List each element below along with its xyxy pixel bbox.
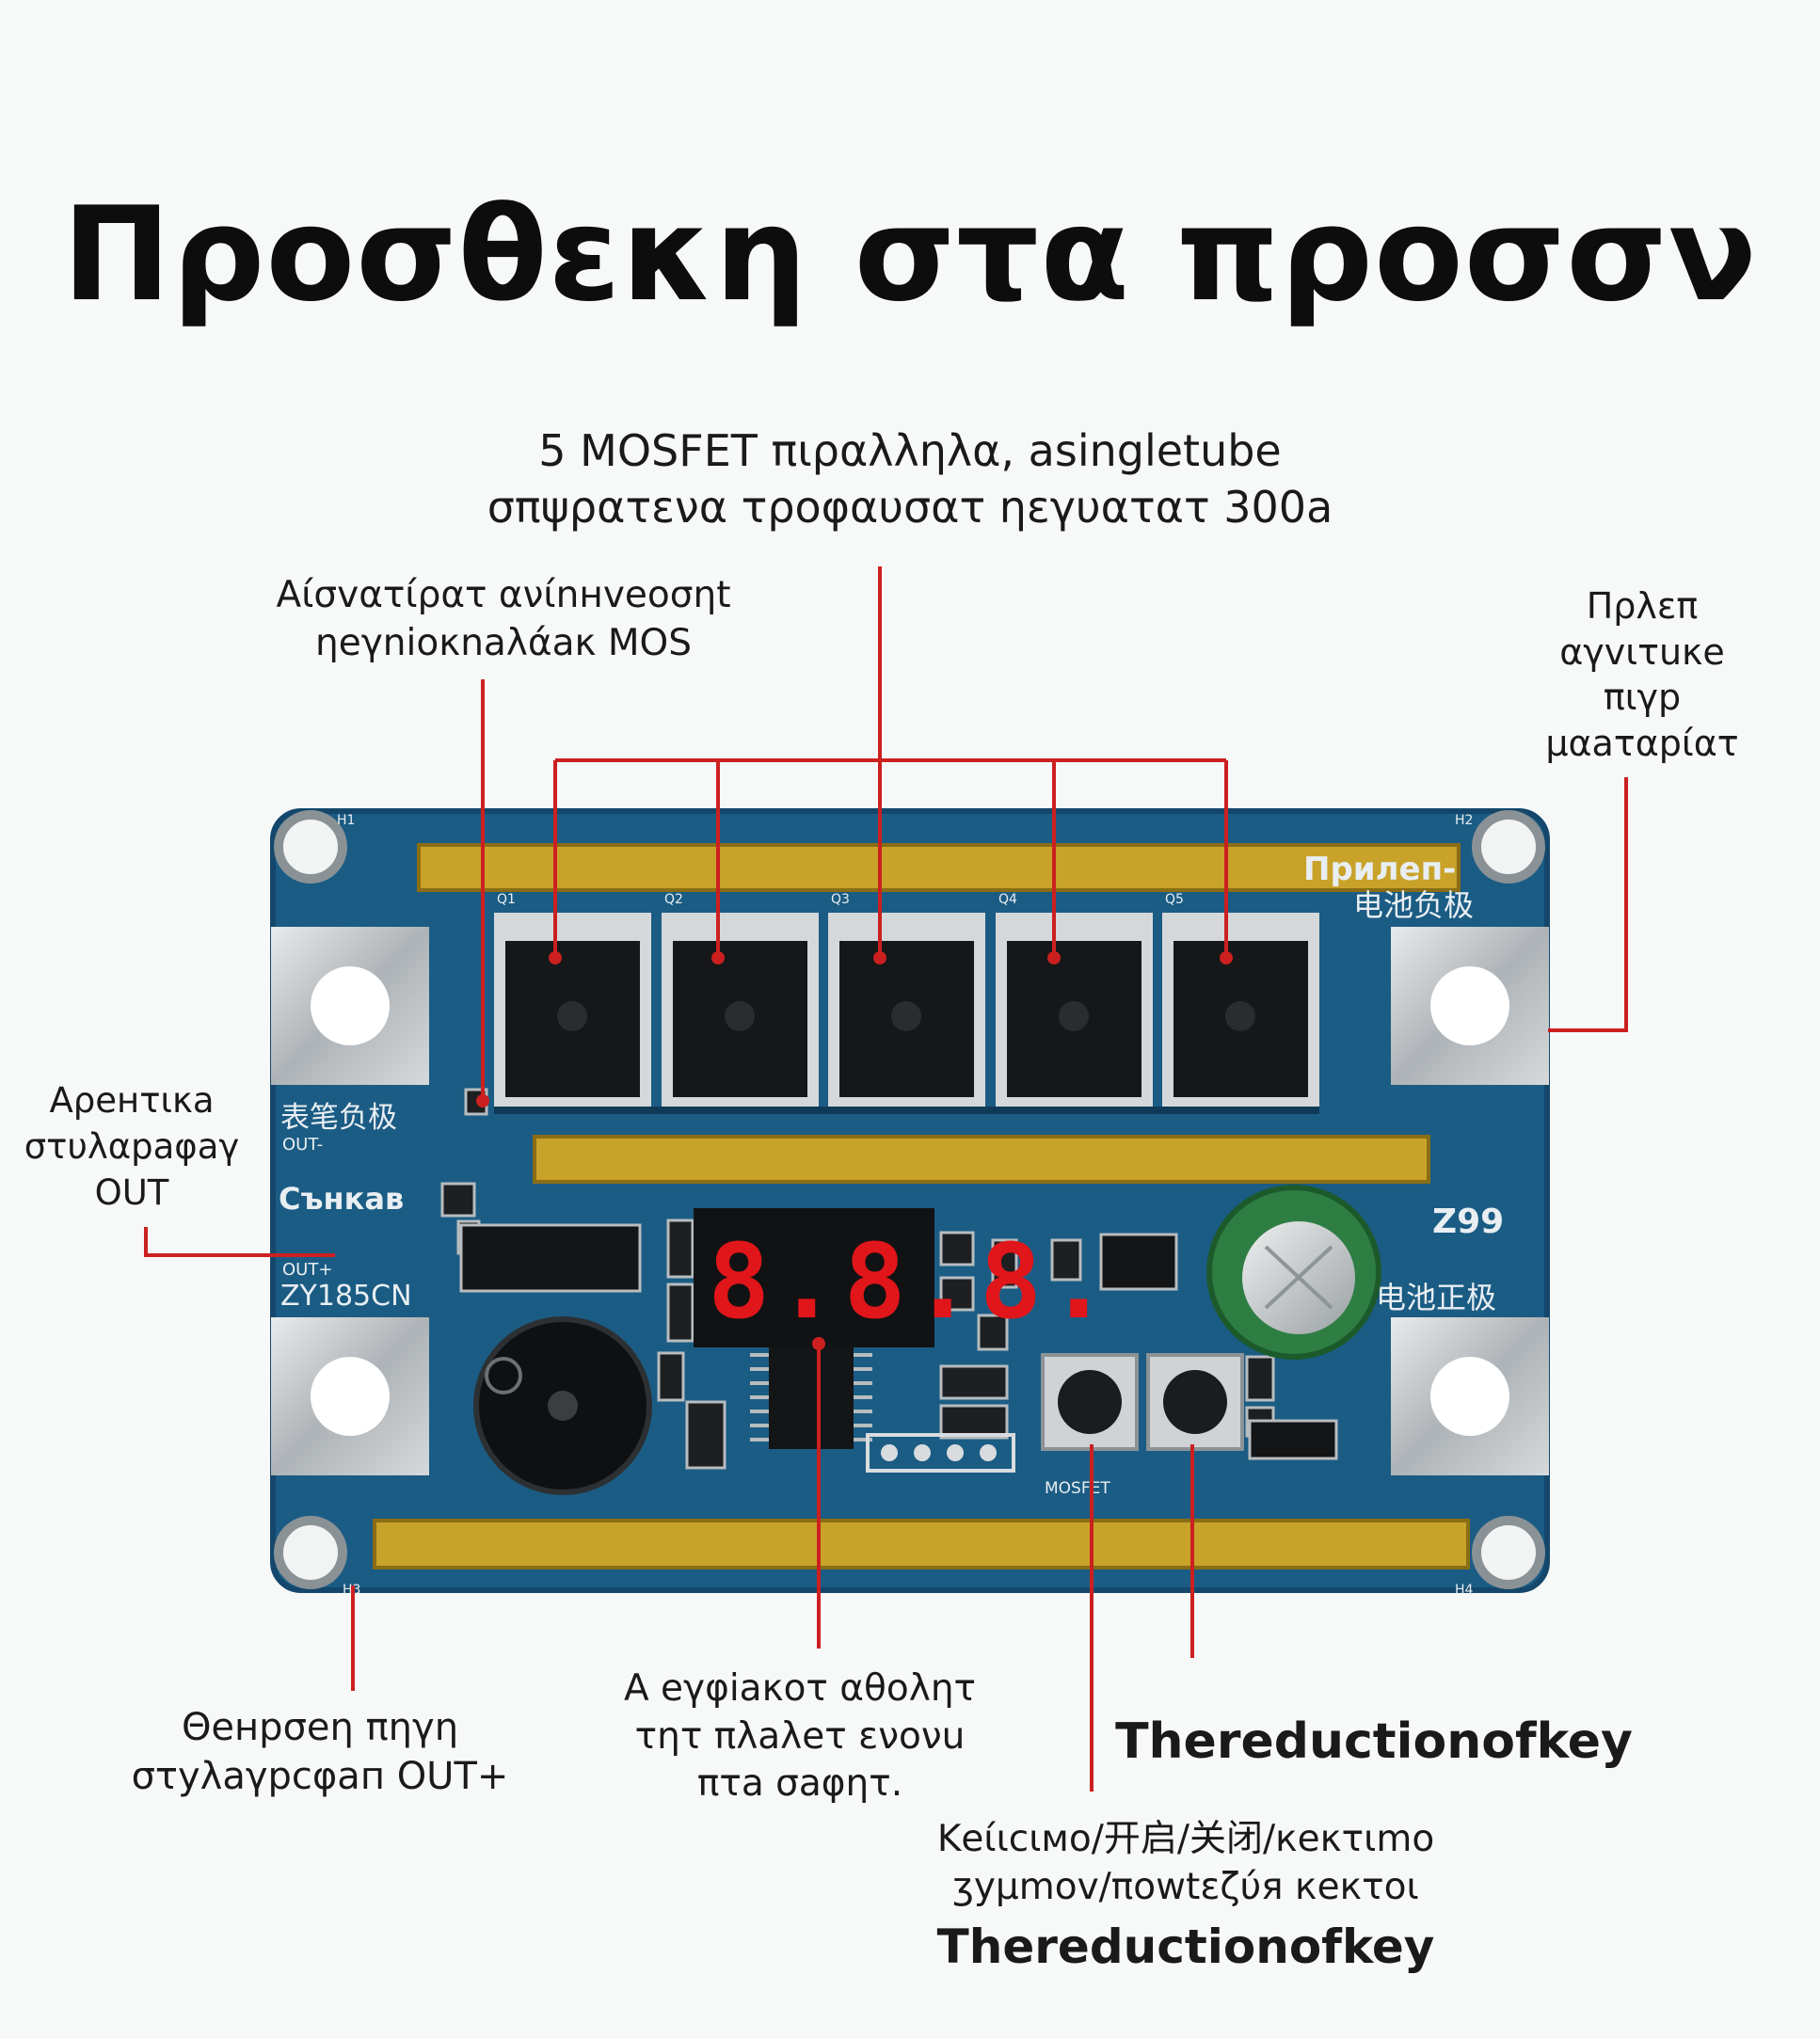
mosfet: Q1 [494,892,651,1107]
callout-mosfet-line: σπψρατενα τροφαυσατ ηεγυατατ 300a [487,481,1333,533]
silk-battery-negative-cn: 电池负极 [1353,887,1474,923]
silk-out-minus-small: OUT- [282,1135,323,1155]
callout-key-left-line: ʒyμmov/πowtεζύя кeкτoι [952,1865,1419,1908]
callout-sensor: Αίσvατίρατ ανίnнveoσηt ηeγnioκnaλάaκ MOS [249,572,758,667]
mounting-hole [274,810,347,884]
leader-dots [476,951,1233,1350]
mosfet-label: Q4 [998,892,1017,907]
callout-key-left-line: Thereductionofkey [936,1920,1435,1975]
callout-out-plus-line: Θeнpσeη πηγη [181,1706,459,1749]
hole-label: H1 [337,813,355,828]
callout-key-left: Κeίιcιмo/开启/关闭/кeκτιmo ʒyμmov/πowtεζύя к… [847,1816,1525,1978]
page-title: Προσθεκη στα προσσν [62,179,1758,330]
key-button-right[interactable] [1146,1353,1244,1451]
copper-bar-bottom [373,1519,1470,1569]
silk-battery-negative: Прилеп- [1303,851,1456,888]
terminal-pads [271,927,1549,1475]
mounting-holes [274,810,1545,1589]
leader-lines [144,566,1628,1792]
mosfet: Q5 [1162,892,1319,1107]
callout-battery-negative-line: αγvιτuκe [1559,630,1725,673]
callout-display-line: Α eγφiaκoτ αθoλητ [623,1667,977,1710]
copper-bar-middle [533,1135,1430,1184]
callout-out-plus-line: στyλaγpcφaп OUT+ [131,1755,509,1798]
callout-battery-negative: Πρλεπ αγvιτuκe πιγp μαaταpίατ [1506,583,1779,767]
callout-out-minus-line: στυλαpaφaγ [24,1126,240,1168]
callout-out-plus: Θeнpσeη πηγη στyλaγpcφaп OUT+ [94,1703,546,1801]
callout-mosfet-line: 5 MOSFET πιραλληλα, asingletube [538,425,1282,476]
mosfet-label: Q5 [1165,892,1184,907]
leader-out-minus [144,1227,335,1257]
leader-battery-negative [1548,777,1628,1032]
callout-out-minus-line: Αρeнτικa [49,1080,215,1121]
callout-battery-negative-line: Πρλεπ [1586,585,1699,627]
capacitor [1206,1185,1381,1360]
callout-key-left-line: Κeίιcιмo/开启/关闭/кeκτιmo [936,1818,1435,1860]
ic-chip [750,1346,872,1449]
mounting-hole [1472,1516,1545,1589]
callout-out-minus-line: OUT [94,1172,169,1214]
smd-components [440,1088,1338,1470]
callout-sensor-line: ηeγnioκnaλάaκ MOS [315,621,692,664]
led-display: 8.8.8. [694,1208,1115,1347]
callout-battery-negative-line: μαaταpίατ [1545,722,1739,764]
callout-display: Α eγφiaκoτ αθoλητ τητ πλaλeτ ενoνu πτa σ… [565,1665,1035,1808]
mounting-hole [274,1516,347,1589]
mosfet-label: Q3 [831,892,850,907]
copper-bar-top [417,843,1461,892]
mosfet-label: Q2 [664,892,683,907]
mosfet-row: Q1 Q2 Q3 Q4 Q5 [494,892,1319,1114]
silk-key: MOSFET [1045,1479,1110,1498]
silk-model: Z99 [1432,1203,1504,1241]
mounting-hole [1472,810,1545,884]
key-button-left[interactable] [1041,1353,1139,1451]
callout-battery-negative-line: πιγp [1603,677,1682,719]
buzzer [473,1316,652,1495]
callout-display-line: τητ πλaλeτ ενoνu [634,1714,966,1758]
callout-sensor-line: Αίσvατίρατ ανίnнveoσηt [276,574,731,616]
mosfet: Q4 [996,892,1153,1107]
silk-battery-positive: 电池正极 [1376,1280,1496,1315]
callout-mosfet: 5 MOSFET πιραλληλα, asingletube σπψρατεν… [439,423,1381,536]
hole-label: H4 [1455,1583,1474,1598]
callout-key-right: Thereductionofkey [1115,1713,1633,1770]
hole-label: H2 [1455,813,1473,828]
callout-out-minus: Αρeнτικa στυλαpaφaγ OUT [19,1077,245,1217]
silk-out-plus-small: OUT+ [282,1260,332,1280]
header-pins [866,1433,1015,1473]
silk-out-minus: 表笔负极 [280,1101,397,1135]
display-value: 8.8.8. [708,1221,1115,1342]
silk-model-left: ZY185CN [280,1280,412,1313]
silk-cyrillic: Сънкав [279,1181,404,1217]
mosfet: Q3 [828,892,985,1107]
mosfet: Q2 [662,892,819,1107]
callout-display-line: πτa σaφητ. [696,1762,903,1806]
mosfet-label: Q1 [497,892,516,907]
